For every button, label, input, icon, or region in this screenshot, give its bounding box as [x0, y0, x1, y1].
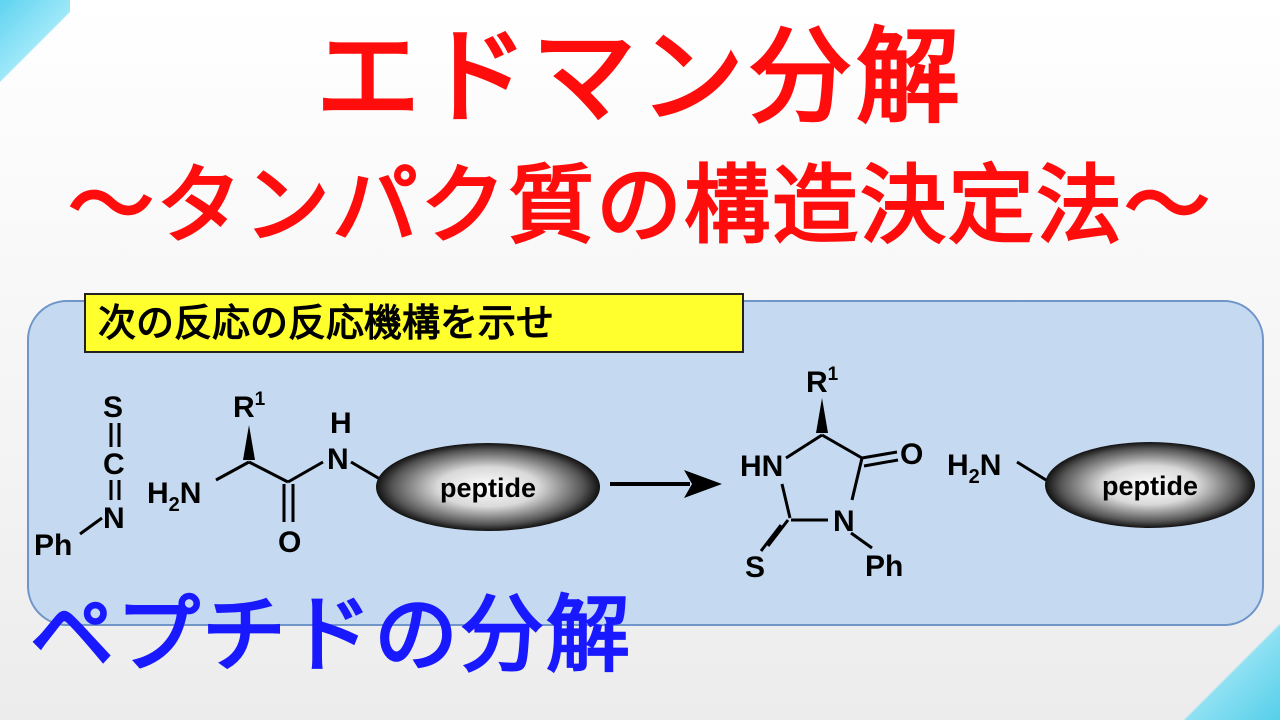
bond-ring-5: [780, 483, 792, 519]
atom-r: R1: [233, 389, 266, 424]
arrow-head: [684, 470, 722, 498]
atom-hn: HN: [740, 450, 783, 483]
wedge-bond-r: [816, 398, 828, 433]
atom-nh-n: N: [327, 443, 349, 476]
bond-c-o-2: [863, 458, 899, 468]
amine-h2n: H2N: [947, 449, 1001, 488]
bond-ring-3: [850, 457, 864, 501]
phenylthiohydantoin: R1 HN O N S Ph: [740, 364, 923, 584]
caption-peptide-cleavage: ペプチドの分解: [30, 586, 633, 684]
question-box: 次の反応の反応機構を示せ: [84, 293, 744, 353]
bond-ring-2: [821, 433, 863, 460]
bond-c-nh: [287, 460, 324, 484]
atom-c: C: [103, 448, 125, 481]
n-terminal-peptide: R1 H2N O N H peptide: [147, 389, 600, 559]
shortened-peptide: H2N peptide: [947, 442, 1255, 528]
bond-c-s-1: [766, 519, 790, 547]
reaction-panel: [27, 300, 1264, 626]
corner-decoration-top-left: [0, 0, 70, 110]
atom-ph: Ph: [34, 529, 72, 562]
atom-s: S: [103, 391, 123, 424]
bond-c-o-1: [861, 450, 898, 460]
bond-n-peptide: [1016, 460, 1047, 482]
atom-n: N: [103, 502, 125, 535]
peptide-ellipse: [376, 443, 600, 531]
atom-ph: Ph: [865, 550, 903, 583]
bond-n-ph: [850, 531, 873, 550]
bond-c-s-2: [759, 524, 783, 552]
reaction-arrow: [610, 470, 722, 498]
page-title: エドマン分解: [315, 16, 964, 138]
atom-s: S: [745, 551, 765, 584]
page-subtitle: 〜タンパク質の構造決定法〜: [68, 156, 1212, 256]
amine-h2n: H2N: [147, 477, 201, 516]
peptide-label: peptide: [440, 473, 536, 503]
corner-decoration-bottom-right: [1120, 610, 1280, 720]
phenyl-isothiocyanate: S C N Ph: [34, 391, 125, 562]
peptide-label: peptide: [1102, 471, 1198, 501]
atom-o: O: [900, 438, 923, 471]
bond-ring-1: [785, 433, 823, 460]
atom-nh-h: H: [330, 407, 352, 440]
bond-n-ph: [79, 516, 103, 536]
atom-r: R1: [806, 364, 839, 399]
atom-o: O: [278, 526, 301, 559]
peptide-ellipse: [1045, 442, 1255, 528]
bond-ca-c: [248, 460, 289, 484]
wedge-bond-r: [243, 425, 255, 460]
atom-n: N: [833, 505, 855, 538]
bond-ca-n: [215, 460, 250, 482]
